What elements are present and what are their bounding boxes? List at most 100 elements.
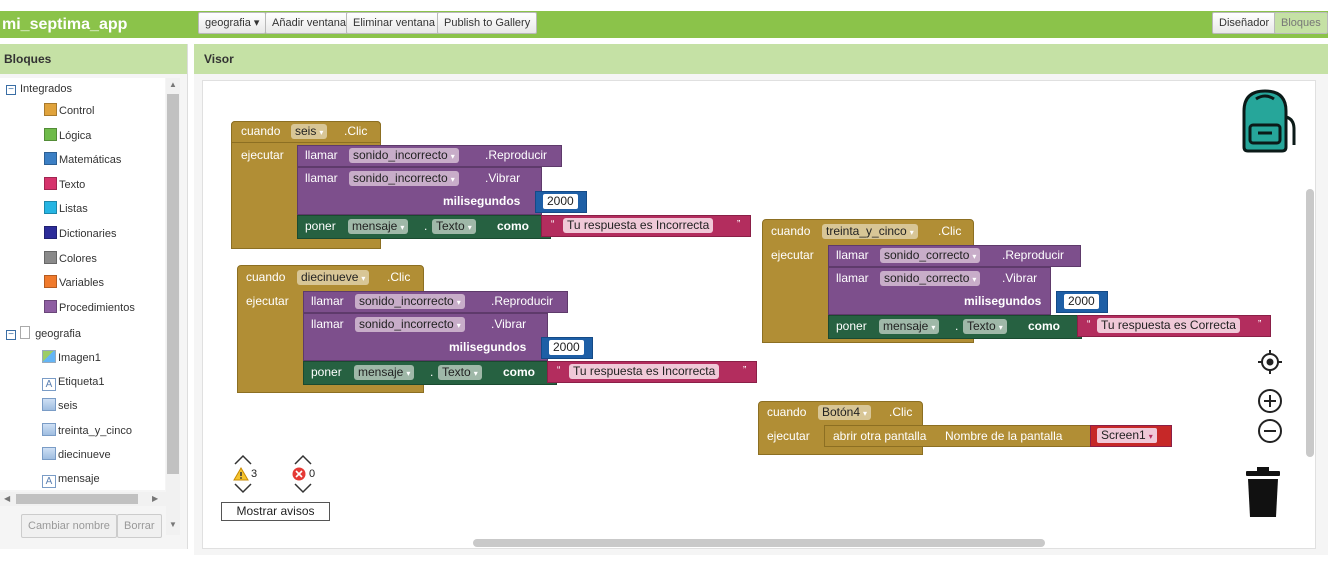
- zoom-in-icon[interactable]: [1257, 388, 1283, 414]
- component-dropdown[interactable]: sonido_correcto▾: [880, 248, 981, 263]
- property-dropdown[interactable]: Texto▾: [432, 219, 476, 234]
- component-dropdown[interactable]: sonido_incorrecto▾: [355, 317, 465, 332]
- component-dropdown[interactable]: treinta_y_cinco▾: [822, 224, 918, 239]
- builtin-item[interactable]: Procedimientos: [44, 298, 135, 318]
- component-name: mensaje: [883, 319, 929, 333]
- scroll-up-icon[interactable]: ▲: [169, 80, 177, 89]
- event-block-treinta-y-cinco[interactable]: cuando treinta_y_cinco▾ .Clic ejecutar l…: [762, 219, 1282, 349]
- recenter-icon[interactable]: [1257, 349, 1283, 375]
- method-name: .Reproducir: [1002, 248, 1065, 262]
- remove-window-button[interactable]: Eliminar ventana: [346, 12, 442, 34]
- tree-builtins[interactable]: −Integrados: [6, 79, 72, 99]
- error-next-icon[interactable]: [293, 483, 313, 495]
- tree-screen[interactable]: − geografia: [6, 324, 81, 344]
- error-prev-icon[interactable]: [293, 453, 313, 465]
- builtin-item[interactable]: Listas: [44, 199, 88, 219]
- delete-button[interactable]: Borrar: [117, 514, 162, 538]
- component-dropdown[interactable]: mensaje▾: [879, 319, 940, 334]
- chevron-down-icon: ▾: [931, 323, 936, 332]
- component-item[interactable]: diecinueve: [42, 445, 111, 465]
- set-block[interactable]: [297, 215, 551, 239]
- param-label: milisegundos: [443, 194, 521, 208]
- text-field[interactable]: Tu respuesta es Correcta: [1097, 318, 1240, 333]
- component-item[interactable]: Imagen1: [42, 348, 101, 368]
- component-item[interactable]: treinta_y_cinco: [42, 421, 132, 441]
- rename-button[interactable]: Cambiar nombre: [21, 514, 117, 538]
- chevron-down-icon: ▾: [863, 409, 868, 418]
- component-dropdown[interactable]: sonido_incorrecto▾: [349, 171, 459, 186]
- kw-set: poner: [311, 365, 342, 379]
- error-count: 0: [309, 468, 316, 480]
- chevron-down-icon: ▾: [456, 321, 461, 330]
- builtin-item-label: Procedimientos: [59, 301, 135, 314]
- publish-gallery-button[interactable]: Publish to Gallery: [437, 12, 538, 34]
- number-field[interactable]: 2000: [1064, 294, 1099, 309]
- set-block[interactable]: [303, 361, 557, 385]
- blocks-workspace[interactable]: cuando seis▾ .Clic ejecutar llamar sonid…: [202, 80, 1316, 549]
- scroll-thumb[interactable]: [167, 94, 179, 474]
- workspace-horizontal-scrollbar[interactable]: [473, 539, 1045, 547]
- event-block-diecinueve[interactable]: cuando diecinueve▾ .Clic ejecutar llamar…: [237, 265, 767, 395]
- blocks-button[interactable]: Bloques: [1274, 12, 1328, 34]
- component-dropdown[interactable]: sonido_incorrecto▾: [355, 294, 465, 309]
- builtin-item[interactable]: Control: [44, 101, 94, 121]
- workspace-vertical-scrollbar[interactable]: [1306, 189, 1314, 457]
- property-dropdown[interactable]: Texto▾: [963, 319, 1007, 334]
- set-block[interactable]: [828, 315, 1082, 339]
- builtin-item[interactable]: Matemáticas: [44, 150, 121, 170]
- component-dropdown[interactable]: Botón4▾: [818, 405, 872, 420]
- tree-horizontal-scrollbar[interactable]: ◀ ▶: [0, 492, 166, 506]
- kw-set: poner: [836, 319, 867, 333]
- param-label: milisegundos: [449, 340, 527, 354]
- collapse-icon[interactable]: −: [6, 330, 16, 340]
- kw-do: ejecutar: [767, 429, 810, 443]
- tree-builtins-label: Integrados: [20, 83, 72, 95]
- event-block-boton4[interactable]: cuando Botón4▾ .Clic ejecutar abrir otra…: [758, 401, 1178, 461]
- designer-button[interactable]: Diseñador: [1212, 12, 1277, 34]
- number-field[interactable]: 2000: [549, 340, 584, 355]
- component-dropdown[interactable]: mensaje▾: [354, 365, 415, 380]
- kw-call: llamar: [311, 294, 344, 308]
- text-field[interactable]: Tu respuesta es Incorrecta: [563, 218, 714, 233]
- builtin-item[interactable]: Texto: [44, 175, 85, 195]
- component-item[interactable]: seis: [42, 396, 78, 416]
- number-field[interactable]: 2000: [543, 194, 578, 209]
- scroll-left-icon[interactable]: ◀: [4, 494, 11, 503]
- component-item-label: Imagen1: [58, 352, 101, 364]
- scroll-right-icon[interactable]: ▶: [152, 494, 159, 503]
- open-screen-label: abrir otra pantalla: [833, 429, 927, 443]
- kw-as: como: [1028, 319, 1061, 333]
- text-field[interactable]: Tu respuesta es Incorrecta: [569, 364, 720, 379]
- collapse-icon[interactable]: −: [6, 85, 16, 95]
- builtin-item[interactable]: Colores: [44, 249, 97, 269]
- builtin-item[interactable]: Dictionaries: [44, 224, 116, 244]
- trash-icon[interactable]: [1243, 467, 1283, 517]
- chevron-down-icon: ▾: [319, 128, 324, 137]
- warning-prev-icon[interactable]: [233, 453, 253, 465]
- builtin-item[interactable]: Variables: [44, 273, 104, 293]
- scroll-thumb[interactable]: [16, 494, 138, 504]
- component-name: Botón4: [822, 405, 861, 419]
- add-window-button[interactable]: Añadir ventana: [265, 12, 353, 34]
- scroll-down-icon[interactable]: ▼: [169, 520, 177, 529]
- kw-when: cuando: [241, 124, 281, 138]
- zoom-out-icon[interactable]: [1257, 418, 1283, 444]
- component-dropdown[interactable]: mensaje▾: [348, 219, 409, 234]
- component-dropdown[interactable]: sonido_correcto▾: [880, 271, 981, 286]
- component-dropdown[interactable]: sonido_incorrecto▾: [349, 148, 459, 163]
- property-dropdown[interactable]: Texto▾: [438, 365, 482, 380]
- component-dropdown[interactable]: seis▾: [291, 124, 328, 139]
- component-name: seis: [295, 124, 317, 138]
- show-warnings-button[interactable]: Mostrar avisos: [221, 502, 330, 521]
- event-block-seis[interactable]: cuando seis▾ .Clic ejecutar llamar sonid…: [231, 121, 771, 249]
- builtin-item[interactable]: Lógica: [44, 126, 91, 146]
- backpack-icon[interactable]: [1234, 89, 1296, 153]
- tree-vertical-scrollbar[interactable]: ▲ ▼: [166, 78, 180, 535]
- warning-next-icon[interactable]: [233, 483, 253, 495]
- screen-select[interactable]: geografia ▾: [198, 12, 267, 34]
- builtin-item-label: Colores: [59, 252, 97, 265]
- component-dropdown[interactable]: diecinueve▾: [297, 270, 370, 285]
- screen-dropdown[interactable]: Screen1▾: [1097, 428, 1157, 443]
